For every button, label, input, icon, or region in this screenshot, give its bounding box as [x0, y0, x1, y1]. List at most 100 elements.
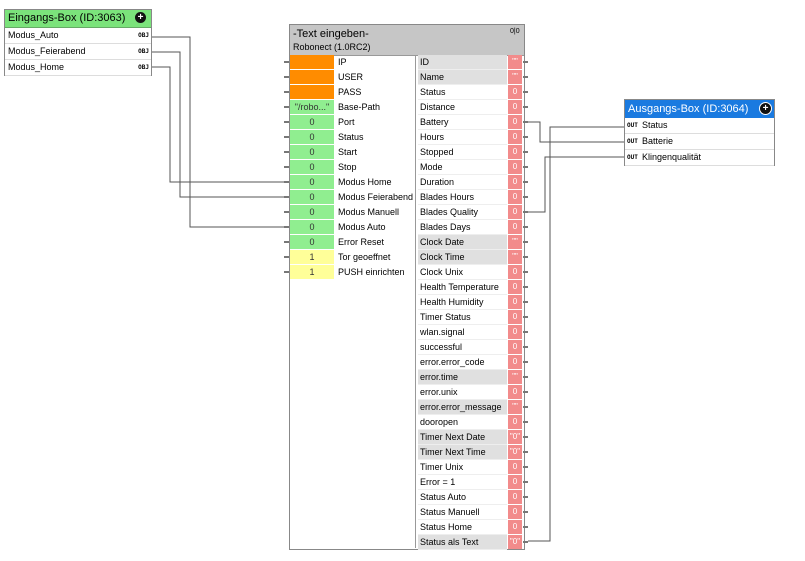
output-pin[interactable] — [523, 481, 528, 483]
output-pin[interactable] — [523, 76, 528, 78]
output-pin[interactable] — [523, 181, 528, 183]
output-pin[interactable] — [523, 541, 528, 543]
output-pin[interactable] — [523, 451, 528, 453]
output-pin[interactable] — [523, 331, 528, 333]
input-value[interactable]: 0 — [290, 175, 334, 189]
output-pin[interactable] — [523, 61, 528, 63]
input-label: Modus Manuell — [338, 207, 400, 217]
output-pin[interactable] — [523, 466, 528, 468]
input-value[interactable]: 0 — [290, 235, 334, 249]
output-pin[interactable] — [523, 436, 528, 438]
output-pin[interactable] — [523, 271, 528, 273]
output-label: Status Manuell — [418, 505, 507, 520]
input-value[interactable]: 0 — [290, 115, 334, 129]
output-pin[interactable] — [523, 496, 528, 498]
output-pin[interactable] — [523, 361, 528, 363]
output-pin[interactable] — [523, 166, 528, 168]
output-value: 0 — [508, 490, 522, 504]
output-label: Blades Hours — [418, 190, 507, 205]
input-value[interactable]: 0 — [290, 190, 334, 204]
input-value[interactable] — [290, 55, 334, 69]
input-value[interactable]: 0 — [290, 205, 334, 219]
input-pin[interactable] — [284, 76, 289, 78]
output-box-item-label: Status — [642, 120, 668, 130]
input-pin[interactable] — [284, 121, 289, 123]
output-pin[interactable] — [523, 211, 528, 213]
output-pin[interactable] — [523, 196, 528, 198]
input-box-item-label: Modus_Feierabend — [8, 46, 86, 56]
input-pin[interactable] — [284, 106, 289, 108]
output-pin[interactable] — [523, 121, 528, 123]
output-pin[interactable] — [523, 136, 528, 138]
output-pin[interactable] — [523, 151, 528, 153]
output-pin[interactable] — [523, 256, 528, 258]
input-value[interactable]: 0 — [290, 160, 334, 174]
input-pin[interactable] — [284, 151, 289, 153]
input-value[interactable] — [290, 85, 334, 99]
output-value: 0 — [508, 160, 522, 174]
output-pin[interactable] — [523, 376, 528, 378]
input-label: Modus Feierabend — [338, 192, 414, 202]
input-pin[interactable] — [284, 211, 289, 213]
output-pin[interactable] — [523, 526, 528, 528]
output-box-header[interactable]: Ausgangs-Box (ID:3064) — [625, 100, 774, 118]
input-pin[interactable] — [284, 91, 289, 93]
output-label: successful — [418, 340, 507, 355]
block-header[interactable]: -Text eingeben- Robonect (1.0RC2) — [290, 25, 524, 56]
input-pin[interactable] — [284, 226, 289, 228]
output-value: 0 — [508, 385, 522, 399]
input-pin[interactable] — [284, 196, 289, 198]
output-value: "" — [508, 400, 522, 414]
plus-circle-icon[interactable]: + — [135, 12, 146, 23]
output-pin[interactable] — [523, 241, 528, 243]
output-pin[interactable] — [523, 421, 528, 423]
output-label: Battery — [418, 115, 507, 130]
input-value[interactable] — [290, 70, 334, 84]
output-box-item-label: Batterie — [642, 136, 674, 146]
input-box-header[interactable]: Eingangs-Box (ID:3063) — [5, 10, 151, 28]
output-pin[interactable] — [523, 346, 528, 348]
input-pin[interactable] — [284, 256, 289, 258]
input-value[interactable]: 0 — [290, 145, 334, 159]
output-value: 0 — [508, 85, 522, 99]
input-label: Modus Auto — [338, 222, 386, 232]
output-pin[interactable] — [523, 91, 528, 93]
input-pin[interactable] — [284, 271, 289, 273]
input-pin[interactable] — [284, 241, 289, 243]
output-value: "0" — [508, 445, 522, 459]
output-pin[interactable] — [523, 301, 528, 303]
input-value[interactable]: 1 — [290, 265, 334, 279]
input-pin[interactable] — [284, 181, 289, 183]
plus-circle-icon[interactable]: + — [759, 102, 772, 115]
output-pin[interactable] — [523, 286, 528, 288]
output-label: Health Humidity — [418, 295, 507, 310]
input-value[interactable]: 0 — [290, 130, 334, 144]
output-pin[interactable] — [523, 391, 528, 393]
input-pin[interactable] — [284, 61, 289, 63]
output-pin[interactable] — [523, 511, 528, 513]
output-pin[interactable] — [523, 406, 528, 408]
output-value: 0 — [508, 310, 522, 324]
output-label: Distance — [418, 100, 507, 115]
output-label: Timer Next Date — [418, 430, 507, 445]
output-pin[interactable] — [523, 106, 528, 108]
input-pin[interactable] — [284, 166, 289, 168]
input-value[interactable]: 1 — [290, 250, 334, 264]
output-value: 0 — [508, 280, 522, 294]
output-pin[interactable] — [523, 316, 528, 318]
output-value: "" — [508, 55, 522, 69]
output-pin[interactable] — [523, 226, 528, 228]
input-value[interactable]: "/robo..." — [290, 100, 334, 114]
input-label: Modus Home — [338, 177, 392, 187]
input-pin[interactable] — [284, 136, 289, 138]
input-value[interactable]: 0 — [290, 220, 334, 234]
